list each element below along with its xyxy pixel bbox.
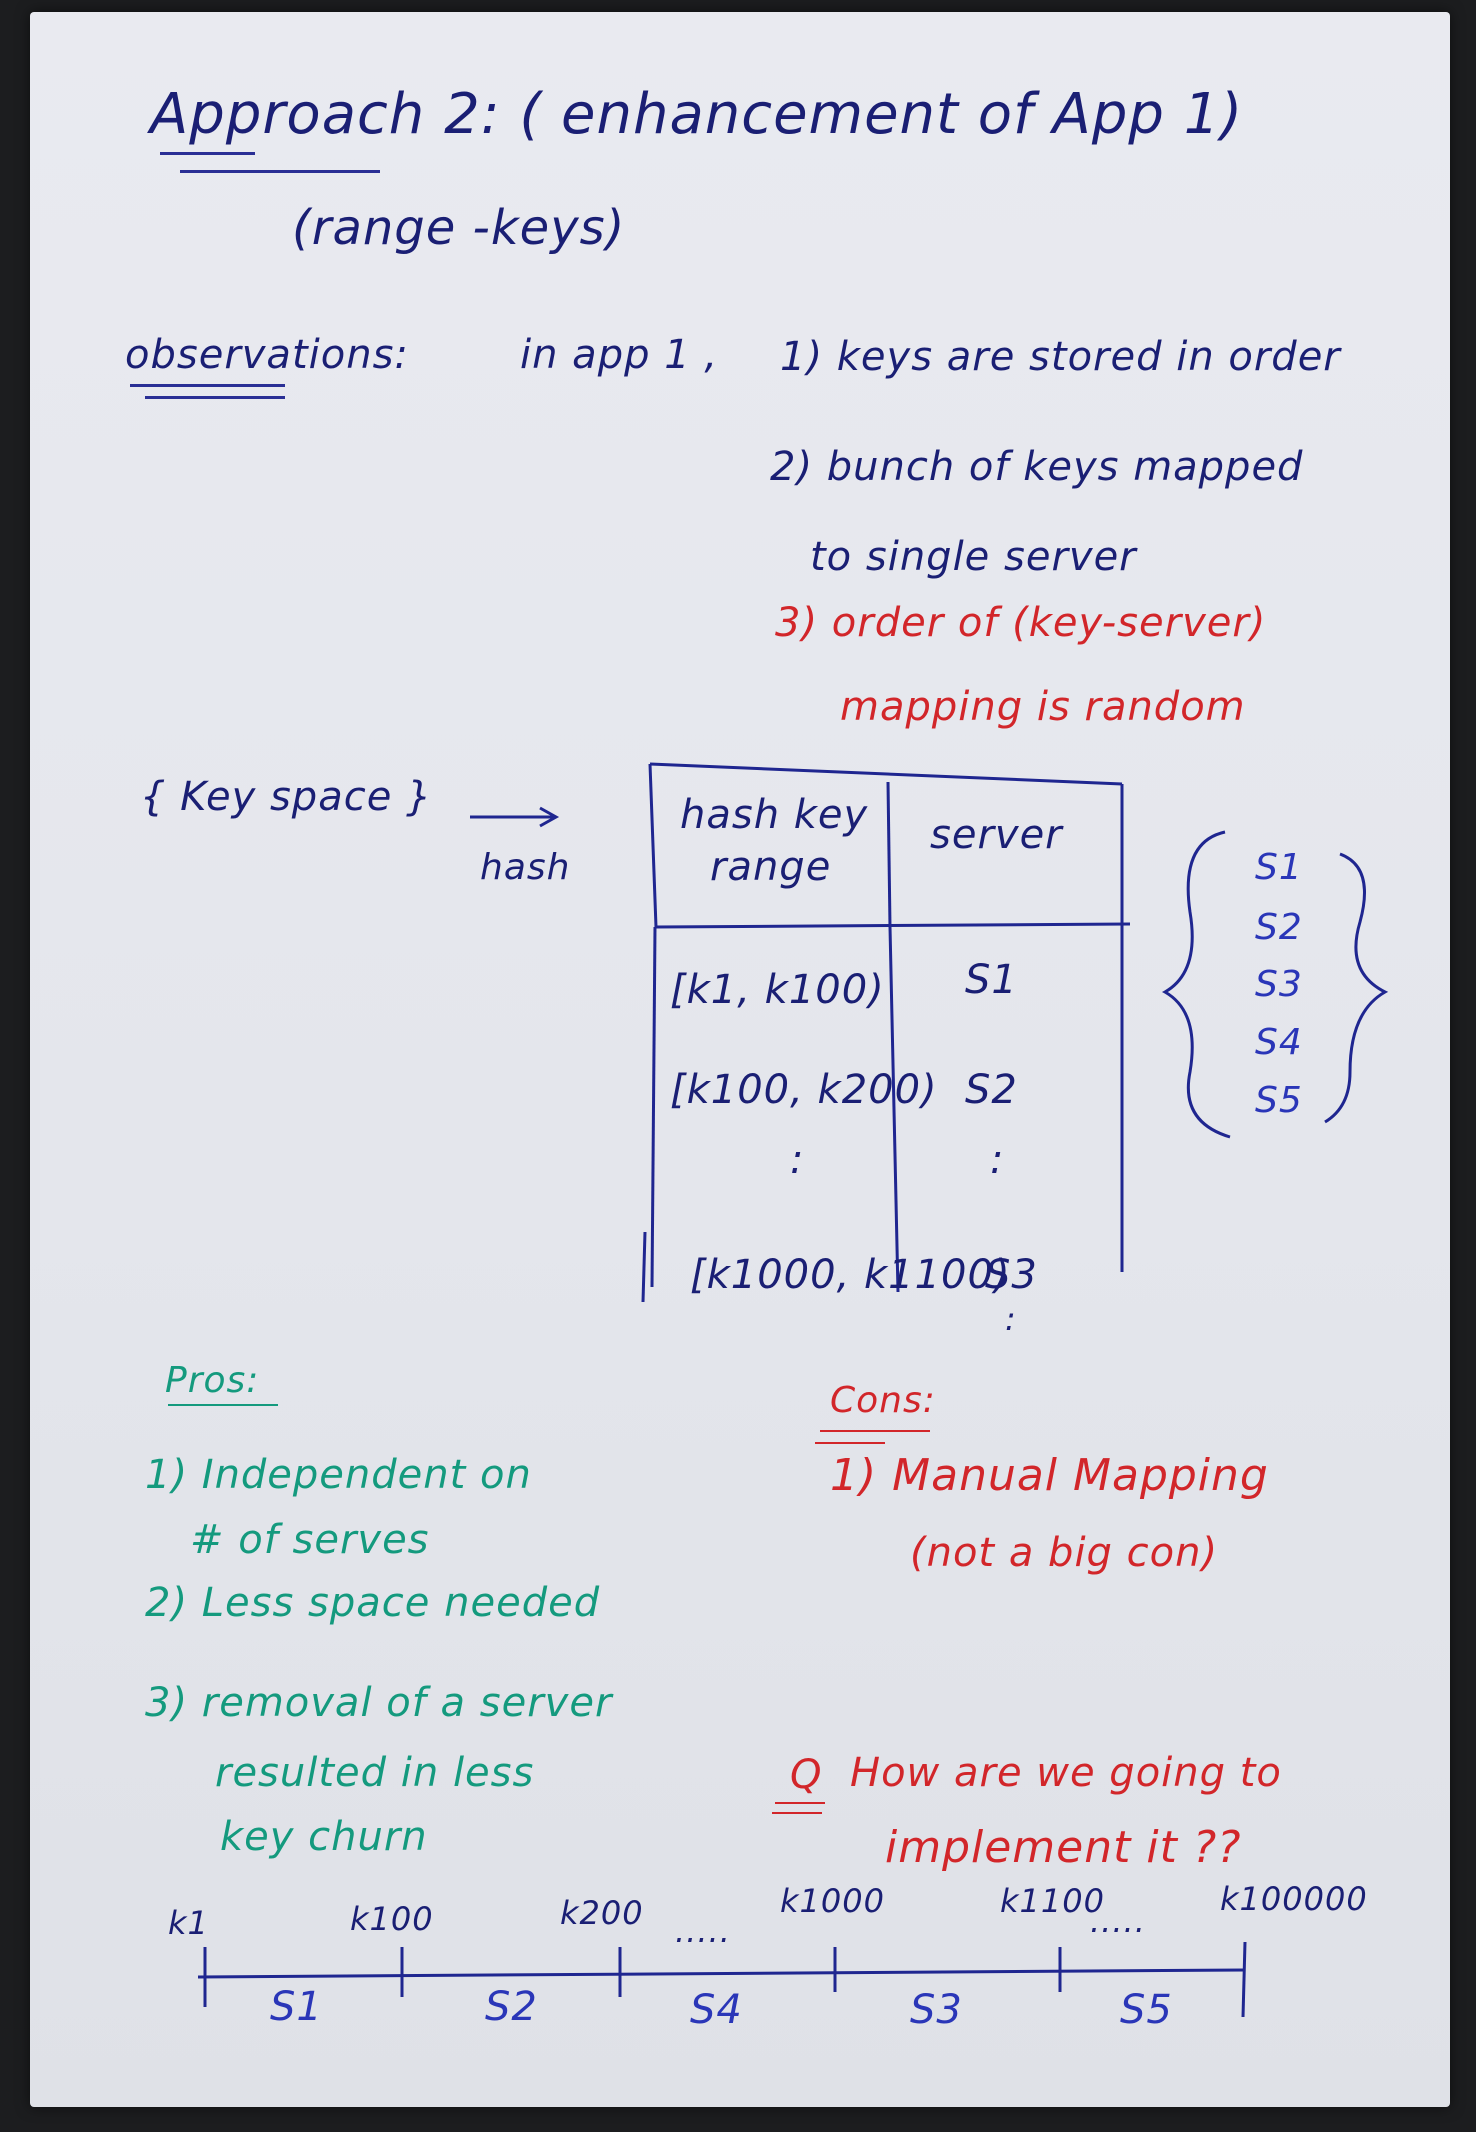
observations-label: observations: xyxy=(125,332,409,378)
pros-item-3-line-3: key churn xyxy=(220,1814,428,1860)
title-line-2: (range -keys) xyxy=(292,200,626,256)
title-underline-1 xyxy=(160,152,255,155)
table-row-server: : xyxy=(990,1137,1005,1183)
pros-label: Pros: xyxy=(165,1360,260,1401)
table-row-range: : xyxy=(790,1137,805,1183)
title-underline-2 xyxy=(180,170,380,173)
pros-item-2: 2) Less space needed xyxy=(145,1580,601,1626)
cons-label: Cons: xyxy=(830,1380,936,1421)
table-row-range: [k1000, k1100) xyxy=(690,1252,1011,1298)
axis-tick-label: k100 xyxy=(350,1900,434,1938)
title-line-1: Approach 2: ( enhancement of App 1) xyxy=(150,82,1244,147)
table-trailing-mark: : xyxy=(1005,1300,1017,1338)
question-mark: Q xyxy=(790,1752,823,1798)
mapping-table-grid xyxy=(641,762,1131,1303)
question-line-2: implement it ?? xyxy=(885,1822,1242,1873)
cons-item-1-line-1: 1) Manual Mapping xyxy=(830,1450,1269,1501)
axis-tick-label: k1000 xyxy=(780,1882,885,1920)
table-row-server: S1 xyxy=(965,957,1018,1003)
axis-segment-label: S5 xyxy=(1120,1987,1173,2033)
key-space-label: { Key space } xyxy=(140,774,433,820)
pros-item-3-line-1: 3) removal of a server xyxy=(145,1680,613,1726)
table-row-range: [k100, k200) xyxy=(670,1067,938,1113)
table-header-range-2: range xyxy=(710,844,832,890)
hash-arrow-icon xyxy=(470,806,560,828)
table-header-range-1: hash key xyxy=(680,792,869,838)
observation-3-line-1: 3) order of (key-server) xyxy=(775,600,1267,646)
axis-tick-label: k1100 xyxy=(1000,1882,1105,1920)
pros-item-1-line-1: 1) Independent on xyxy=(145,1452,532,1498)
server-item: S2 xyxy=(1255,907,1303,948)
server-item: S3 xyxy=(1255,964,1303,1005)
observations-intro: in app 1 , xyxy=(520,332,719,378)
cons-item-1-line-2: (not a big con) xyxy=(910,1530,1219,1576)
server-item: S4 xyxy=(1255,1022,1303,1063)
cons-underline-1 xyxy=(820,1430,930,1432)
pros-item-1-line-2: # of serves xyxy=(190,1517,430,1563)
table-row-range: [k1, k100) xyxy=(670,967,885,1013)
axis-tick-label: k200 xyxy=(560,1894,644,1932)
observation-2-line-1: 2) bunch of keys mapped xyxy=(770,444,1304,490)
question-underline-2 xyxy=(772,1812,822,1814)
observation-1: 1) keys are stored in order xyxy=(780,334,1341,380)
axis-segment-label: S1 xyxy=(270,1984,323,2030)
axis-segment-label: S3 xyxy=(910,1987,963,2033)
axis-segment-label: S2 xyxy=(485,1984,538,2030)
axis-tick-label: k100000 xyxy=(1220,1880,1368,1918)
key-range-axis xyxy=(197,1941,1247,2018)
observations-underline-1 xyxy=(130,384,285,387)
server-item: S5 xyxy=(1255,1080,1303,1121)
question-underline-1 xyxy=(775,1802,825,1804)
observation-3-line-2: mapping is random xyxy=(840,684,1246,730)
server-item: S1 xyxy=(1255,847,1303,888)
cons-underline-2 xyxy=(815,1442,885,1444)
server-set-brace-icon xyxy=(1161,830,1389,1139)
axis-ellipsis: ..... xyxy=(675,1912,731,1950)
pros-underline xyxy=(168,1404,278,1406)
hash-label: hash xyxy=(480,847,571,888)
question-line-1: How are we going to xyxy=(850,1750,1282,1796)
axis-segment-label: S4 xyxy=(690,1987,743,2033)
table-row-server: S3 xyxy=(985,1252,1038,1298)
table-header-server: server xyxy=(930,812,1063,858)
observation-2-line-2: to single server xyxy=(810,534,1137,580)
axis-tick-label: k1 xyxy=(168,1904,209,1942)
table-row-server: S2 xyxy=(965,1067,1018,1113)
notebook-page: Approach 2: ( enhancement of App 1) (ran… xyxy=(30,12,1450,2107)
observations-underline-2 xyxy=(145,396,285,399)
pros-item-3-line-2: resulted in less xyxy=(215,1750,535,1796)
axis-ellipsis: ..... xyxy=(1090,1902,1146,1940)
